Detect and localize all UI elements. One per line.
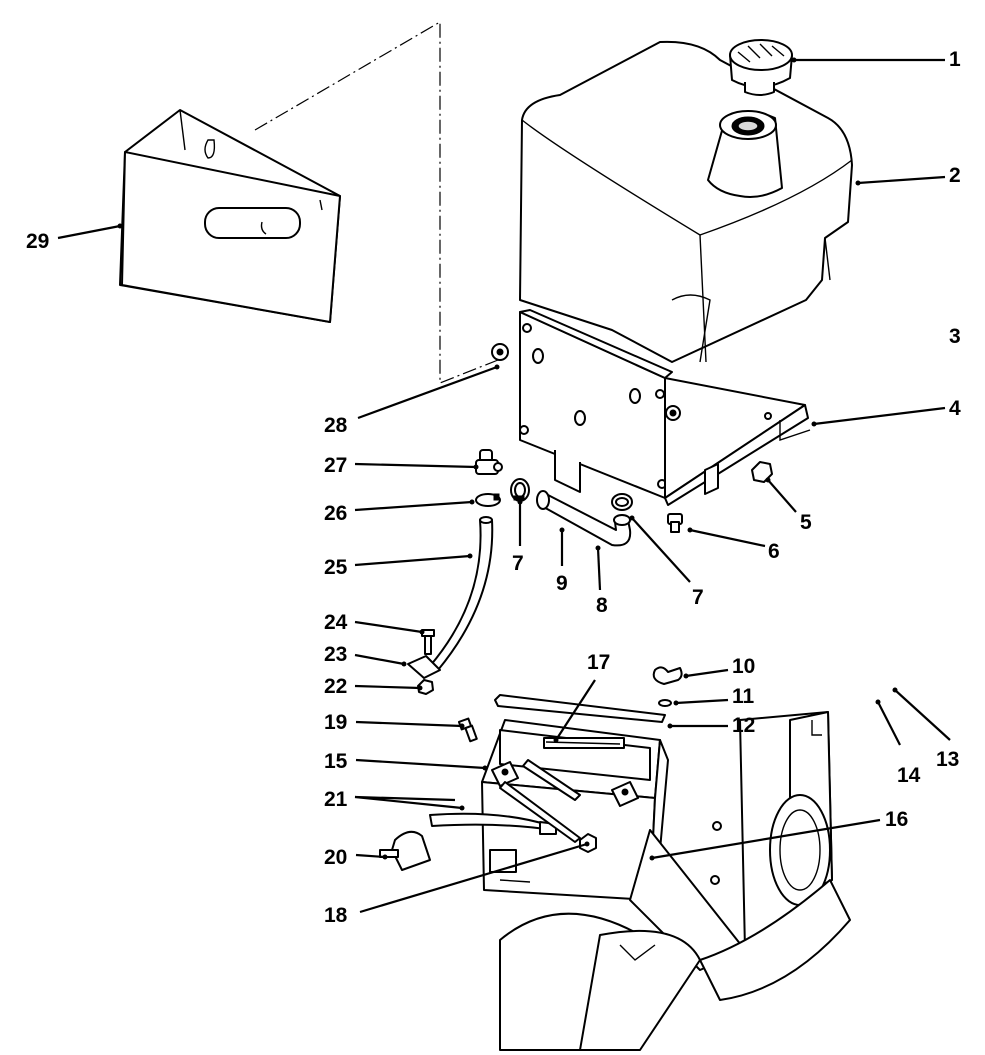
line-clip-part <box>407 655 441 679</box>
callout-8: 8 <box>596 594 608 617</box>
hold-down-strap-part <box>494 694 666 723</box>
callout-labels: 1 2 3 4 5 6 7 7 8 9 10 11 12 13 14 15 16… <box>26 48 961 927</box>
nut-part <box>751 461 773 483</box>
bolt-part <box>667 513 683 533</box>
terminal-boot-part <box>379 830 431 871</box>
callout-23: 23 <box>324 643 347 666</box>
nut-part <box>417 679 434 695</box>
callout-20: 20 <box>324 846 347 869</box>
callout-10: 10 <box>732 655 755 678</box>
callout-7a: 7 <box>512 552 524 575</box>
hose-clamp-part <box>475 493 501 507</box>
callout-15: 15 <box>324 750 348 773</box>
callout-14: 14 <box>897 764 921 787</box>
callout-2: 2 <box>949 164 961 187</box>
callout-24: 24 <box>324 611 348 634</box>
callout-11: 11 <box>732 685 755 708</box>
callout-25: 25 <box>324 556 348 579</box>
callout-9: 9 <box>556 572 568 595</box>
hose-clamp-part <box>510 478 530 502</box>
callout-21: 21 <box>324 788 348 811</box>
battery-cable-part <box>429 781 581 843</box>
callout-1: 1 <box>949 48 961 71</box>
fuel-tank-part <box>519 40 853 363</box>
bolt-part <box>457 717 478 743</box>
callout-18: 18 <box>324 904 348 927</box>
callout-12: 12 <box>732 714 755 737</box>
fuel-cap-part <box>729 39 793 96</box>
callout-16: 16 <box>885 808 908 831</box>
callout-5: 5 <box>800 511 812 534</box>
callout-28: 28 <box>324 414 348 437</box>
assembly-line <box>254 20 499 384</box>
callout-7b: 7 <box>692 586 704 609</box>
battery-part <box>481 719 669 901</box>
hose-clamp-part <box>611 493 633 511</box>
frame-part <box>499 879 851 1051</box>
callout-26: 26 <box>324 502 347 525</box>
fuel-line-part <box>429 516 494 671</box>
fuel-hose-elbow-part <box>536 490 632 547</box>
leader-lines <box>57 57 951 914</box>
callout-6: 6 <box>768 540 780 563</box>
wing-nut-part <box>652 666 683 707</box>
callout-4: 4 <box>949 397 961 420</box>
callout-22: 22 <box>324 675 347 698</box>
tank-mount-part <box>491 309 811 506</box>
heat-shield-part <box>119 109 341 323</box>
battery-box-bracket-part <box>629 711 833 971</box>
fuel-filter-valve-part <box>475 449 503 475</box>
callout-19: 19 <box>324 711 347 734</box>
callout-29: 29 <box>26 230 49 253</box>
callout-17: 17 <box>587 651 610 674</box>
callout-13: 13 <box>936 748 959 771</box>
callout-3: 3 <box>949 325 961 348</box>
callout-27: 27 <box>324 454 347 477</box>
